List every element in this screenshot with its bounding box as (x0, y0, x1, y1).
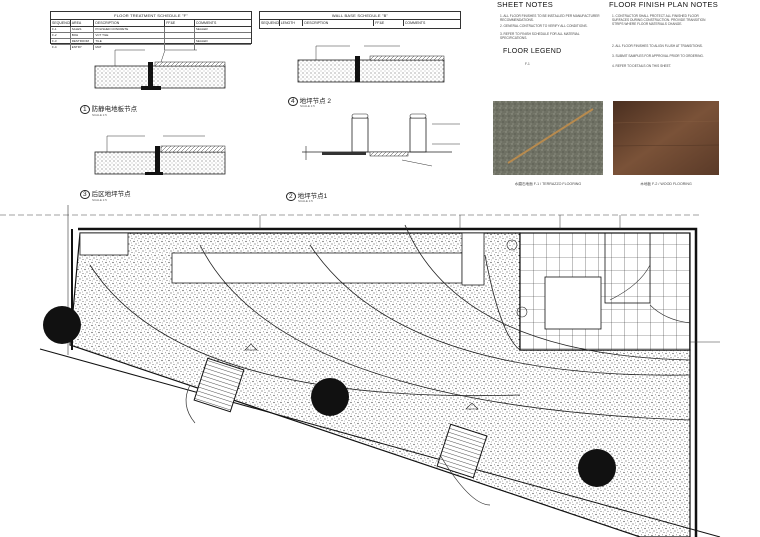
table-row: F-1 SALES POLISHED CONCRETE SEALER (51, 27, 251, 33)
floor-treatment-schedule-header: SEQUENCE AREA DESCRIPTION FF&E COMMENTS (51, 20, 251, 27)
wall-base-schedule-header: SEQUENCE LENGTH DESCRIPTION FF&E COMMENT… (260, 20, 460, 26)
table-header-cell: FF&E (374, 20, 404, 26)
entry-stair-2 (436, 423, 488, 479)
wood-swatch (613, 101, 719, 175)
terrazzo-swatch (493, 101, 603, 175)
floor-legend-item: F-1 (525, 62, 530, 66)
floor-treatment-schedule-title: FLOOR TREATMENT SCHEDULE "F" (51, 12, 251, 20)
column-marker (43, 306, 81, 344)
table-cell: F-3 (51, 39, 71, 44)
table-cell: SALES (71, 27, 95, 32)
plan-note-item: 4. REFER TO DETAILS ON THIS SHEET. (612, 64, 672, 68)
detail-title: 防静电地板节点 (91, 106, 138, 113)
detail-4-drawing (297, 45, 445, 83)
table-cell: SEALED (195, 39, 208, 43)
table-cell (165, 45, 195, 50)
floor-finish-plan-notes-heading: FLOOR FINISH PLAN NOTES (609, 0, 718, 9)
plan-note-item: 3. SUBMIT SAMPLES FOR APPROVAL PRIOR TO … (612, 54, 704, 58)
table-header-cell: DESCRIPTION (303, 20, 375, 26)
table-header-cell: COMMENTS (404, 21, 426, 25)
plan-note-item: 1. CONTRACTOR SHALL PROTECT ALL FINISHED… (612, 14, 706, 26)
table-row: F-2 BOH VCT TILE (51, 33, 251, 39)
column-marker (311, 378, 349, 416)
wood-swatch-caption: 木地板 F-2 / WOOD FLOORING (640, 182, 692, 186)
detail-1-drawing (94, 49, 226, 90)
sheet-notes-heading: SHEET NOTES (497, 0, 554, 9)
table-cell: MAT (94, 45, 166, 50)
sheet-note-item: 2. GENERAL CONTRACTOR TO VERIFY ALL COND… (500, 24, 588, 28)
terrazzo-swatch-caption: 水磨石地面 F-1 / TERRAZZO FLOORING (514, 182, 582, 186)
detail-number: 2 (286, 192, 296, 201)
entry-stair-1 (193, 357, 245, 413)
table-cell: SEALER (195, 27, 208, 31)
detail-2-drawing (302, 113, 460, 167)
table-cell: ENTRY (71, 45, 95, 50)
table-cell: F-4 (51, 45, 71, 50)
table-header-cell: AREA (71, 20, 95, 26)
table-cell (165, 27, 195, 32)
floor-plan (0, 205, 721, 537)
column-marker (578, 449, 616, 487)
table-header-cell: FF&E (165, 20, 195, 26)
sheet-note-item: 3. REFER TO FINISH SCHEDULE FOR ALL MATE… (500, 32, 580, 40)
table-header-cell: DESCRIPTION (94, 20, 166, 26)
table-cell: VCT TILE (94, 33, 166, 38)
table-cell: BOH (71, 33, 95, 38)
detail-3-scale: SCALE 1:5 (92, 198, 107, 202)
detail-number: 1 (80, 105, 90, 114)
table-header-cell: LENGTH (280, 20, 304, 26)
detail-title: 地坪节点1 (297, 193, 328, 200)
detail-3-drawing (94, 135, 226, 175)
detail-title: 后区地坪节点 (91, 191, 131, 198)
table-cell: F-1 (51, 27, 71, 32)
wall-base-schedule-title: WALL BASE SCHEDULE "B" (260, 12, 460, 20)
table-header-cell: SEQUENCE (261, 20, 280, 26)
table-cell: POLISHED CONCRETE (94, 27, 166, 32)
floor-legend-heading: FLOOR LEGEND (503, 48, 562, 55)
detail-2-scale: SCALE 1:5 (298, 199, 313, 203)
plan-note-item: 2. ALL FLOOR FINISHES TO ALIGN FLUSH AT … (612, 44, 703, 48)
detail-4-scale: SCALE 1:5 (300, 104, 315, 108)
floor-treatment-schedule: FLOOR TREATMENT SCHEDULE "F" SEQUENCE AR… (50, 11, 252, 50)
table-row: F-3 RESTROOM TILE SEALED (51, 39, 251, 45)
table-cell (165, 33, 195, 38)
table-cell (165, 39, 195, 44)
table-header-cell: COMMENTS (195, 21, 217, 25)
wall-base-schedule: WALL BASE SCHEDULE "B" SEQUENCE LENGTH D… (259, 11, 461, 29)
detail-1-scale: SCALE 1:5 (92, 113, 107, 117)
detail-title: 地坪节点 2 (299, 98, 332, 105)
sheet-note-item: 1. ALL FLOOR FINISHES TO BE INSTALLED PE… (500, 14, 600, 22)
table-cell (195, 33, 251, 38)
table-header-cell: SEQUENCE (52, 20, 71, 26)
detail-number: 3 (80, 190, 90, 199)
detail-number: 4 (288, 97, 298, 106)
table-cell: TILE (94, 39, 166, 44)
table-cell: RESTROOM (71, 39, 95, 44)
table-cell: F-2 (51, 33, 71, 38)
counter (171, 252, 463, 284)
table-row: F-4 ENTRY MAT (51, 45, 251, 50)
